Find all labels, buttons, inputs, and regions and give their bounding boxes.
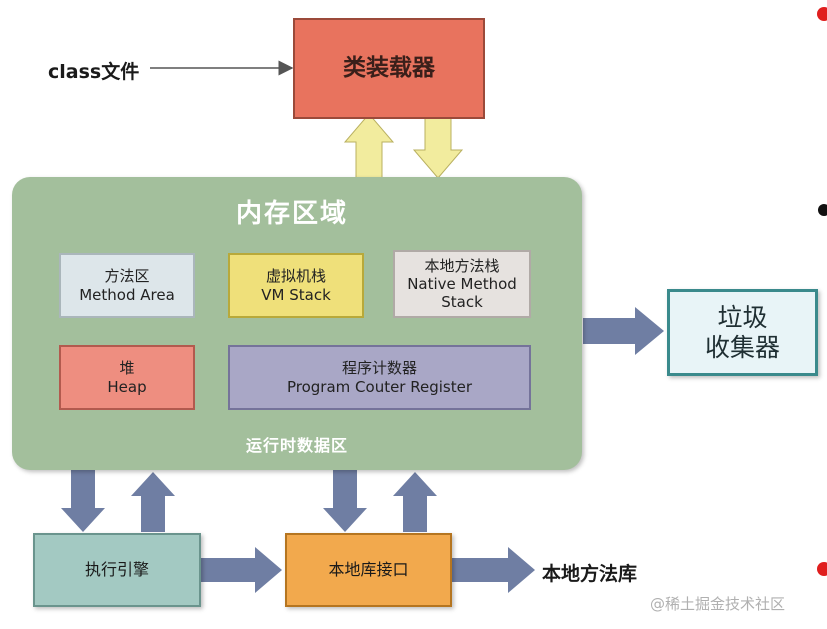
memory-region [12,177,582,470]
vm-stack-zh: 虚拟机栈 [265,266,326,285]
runtime-data-area-label: 运行时数据区 [245,436,348,455]
heap-zh: 堆 [119,358,135,377]
interface-to-memory-arrow [393,472,437,532]
loader-up-arrow [343,113,395,179]
bullet-dot [818,204,827,216]
engine-to-interface-arrow [200,547,282,593]
heap-box: 堆 Heap [59,345,195,410]
class-loader-label: 类装载器 [343,55,435,82]
memory-region-title: 内存区域 [235,199,348,229]
memory-to-interface-arrow [323,470,367,532]
pc-register-box: 程序计数器 Program Couter Register [228,345,531,410]
garbage-collector-box: 垃圾 收集器 [667,289,818,376]
native-method-stack-box: 本地方法栈 Native Method Stack [393,250,531,318]
bullet-dot [817,7,827,21]
execution-engine-box: 执行引擎 [33,533,201,607]
method-area-box: 方法区 Method Area [59,253,195,318]
engine-to-memory-arrow [131,472,175,532]
native-stack-zh: 本地方法栈 [424,257,500,275]
heap-en: Heap [107,377,147,396]
vm-stack-box: 虚拟机栈 VM Stack [228,253,364,318]
pc-register-en: Program Couter Register [286,377,473,396]
method-area-en: Method Area [79,285,175,304]
interface-to-library-arrow [450,547,535,593]
execution-engine-label: 执行引擎 [84,560,149,579]
class-loader-box: 类装载器 [293,18,485,119]
native-stack-en1: Native Method [407,275,517,293]
pc-register-zh: 程序计数器 [341,358,417,377]
native-interface-box: 本地库接口 [285,533,452,607]
native-interface-label: 本地库接口 [328,560,409,579]
method-area-zh: 方法区 [104,266,150,285]
native-stack-en2: Stack [441,293,483,311]
memory-to-gc-arrow [583,307,664,355]
gc-line1: 垃圾 [717,302,768,332]
bullet-dot [817,562,827,576]
memory-to-engine-arrow [61,470,105,532]
native-library-label: 本地方法库 [542,563,638,585]
class-file-label: class文件 [48,61,140,83]
gc-line2: 收集器 [704,332,780,362]
watermark: @稀土掘金技术社区 [650,595,786,613]
loader-down-arrow [412,116,464,179]
vm-stack-en: VM Stack [261,285,331,304]
